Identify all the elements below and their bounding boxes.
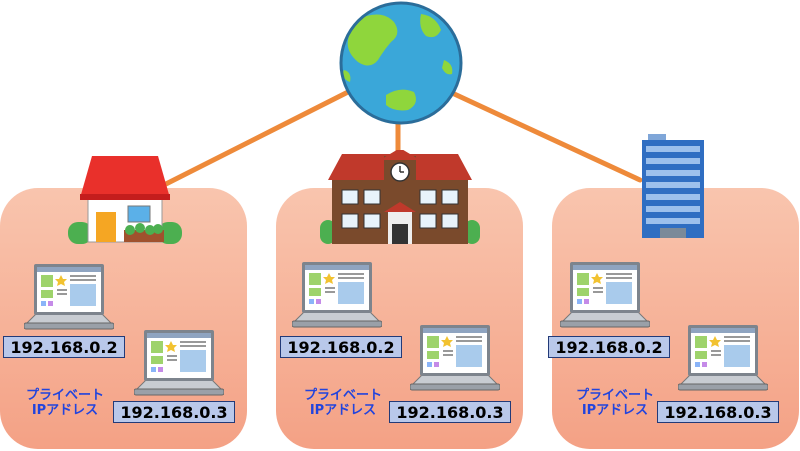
private-ip-label: プライベート IPアドレス — [25, 388, 104, 418]
line-globe-house — [155, 89, 351, 191]
laptop-icon — [678, 325, 768, 391]
school-icon — [320, 150, 480, 244]
globe-icon — [339, 1, 463, 125]
laptop-icon — [24, 264, 114, 330]
laptop-icon — [410, 325, 500, 391]
laptop-icon — [560, 262, 650, 328]
ip-address-label: 192.168.0.3 — [113, 401, 235, 423]
private-ip-label: プライベート IPアドレス — [575, 388, 654, 418]
laptop-icon — [134, 330, 224, 396]
ip-address-label: 192.168.0.2 — [280, 336, 402, 358]
ip-address-label: 192.168.0.3 — [389, 401, 511, 423]
private-ip-label: プライベート IPアドレス — [303, 388, 382, 418]
line-globe-office — [447, 89, 643, 183]
house-icon — [68, 156, 182, 244]
ip-address-label: 192.168.0.3 — [657, 401, 779, 423]
office-building-icon — [642, 134, 704, 238]
ip-address-label: 192.168.0.2 — [548, 336, 670, 358]
laptop-icon — [292, 262, 382, 328]
ip-address-label: 192.168.0.2 — [3, 336, 125, 358]
